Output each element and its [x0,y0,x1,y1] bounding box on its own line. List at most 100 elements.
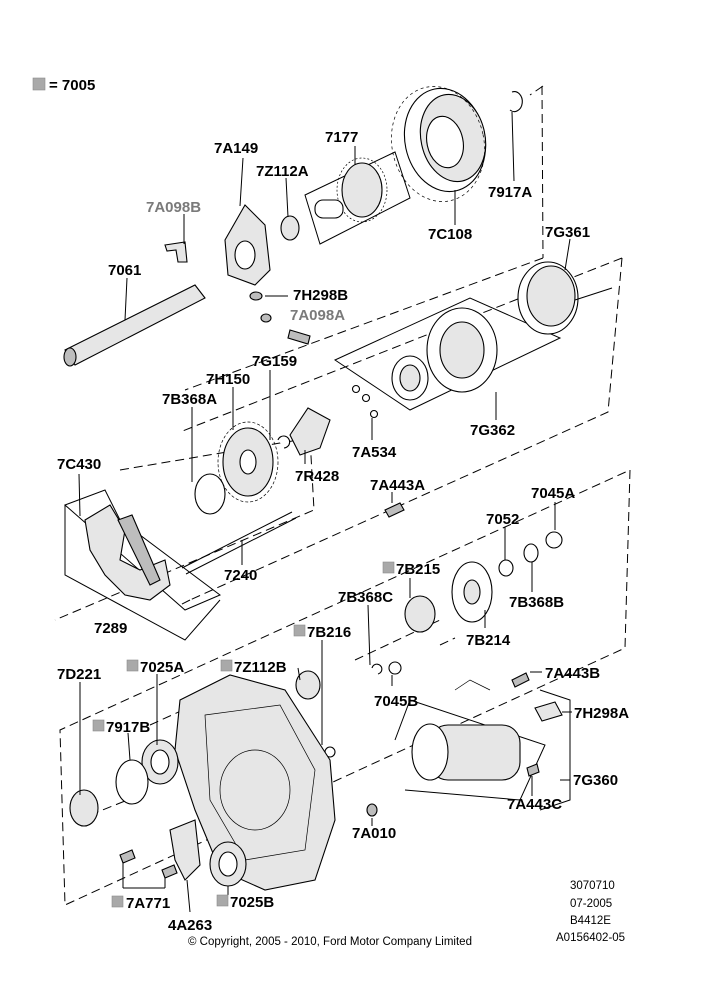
label-7D221: 7D221 [57,666,101,683]
part-labels: 7A149 7177 7Z112A 7A098B 7061 7917A 7C10… [57,129,629,934]
label-7H298B: 7H298B [293,287,348,304]
part-7R428-plate [289,407,331,456]
part-7D221-seal [69,789,99,827]
label-7Z112B-group: 7Z112B [220,659,287,676]
part-7B214-flange [451,561,493,623]
legend-swatch [32,77,46,91]
part-7045B-seal [388,661,402,675]
label-7289: 7289 [94,620,127,637]
label-7Z112B: 7Z112B [234,659,287,676]
label-7B368A: 7B368A [162,391,217,408]
label-7A534: 7A534 [352,444,397,461]
part-7G159-clip [277,435,291,449]
label-7G361: 7G361 [545,224,590,241]
label-7917B: 7917B [106,719,150,736]
label-7025B-group: 7025B [216,894,274,911]
part-7G361-housing [517,261,613,335]
legend-text: = 7005 [49,77,95,94]
part-7A534-ball [351,384,361,394]
label-7B215-group: 7B215 [382,561,440,578]
label-7C108: 7C108 [428,226,472,243]
label-7B368B: 7B368B [509,594,564,611]
label-7061: 7061 [108,262,141,279]
label-7C430: 7C430 [57,456,101,473]
part-7C108-gear [391,86,487,202]
part-7A098B-bolt [164,241,188,263]
copyright-notice: © Copyright, 2005 - 2010, Ford Motor Com… [188,936,472,948]
label-7B215: 7B215 [396,561,440,578]
label-7A149: 7A149 [214,140,258,157]
label-7B214: 7B214 [466,632,511,649]
label-7240: 7240 [224,567,257,584]
label-7A771: 7A771 [126,895,170,912]
label-7A010: 7A010 [352,825,396,842]
label-7B216-group: 7B216 [293,624,351,641]
label-7045B: 7045B [374,693,418,710]
label-7025B: 7025B [230,894,274,911]
part-7H150-gear [217,421,279,503]
label-7A443A: 7A443A [370,477,425,494]
document-codes: 3070710 07-2005 B4412E A0156402-05 [556,880,625,944]
label-7H150: 7H150 [206,371,250,388]
doc-code-4: A0156402-05 [556,932,625,944]
label-7917A: 7917A [488,184,532,201]
label-7045A: 7045A [531,485,575,502]
box-7289 [64,489,221,611]
label-7Z112A: 7Z112A [256,163,309,180]
part-7H298B-bushing [249,291,263,301]
legend: = 7005 [32,77,95,94]
part-7B368B-ring [523,543,539,563]
part-7A098A-bolt [287,329,311,345]
part-7B216-seal [295,670,321,700]
part-4A263-bracket [169,819,201,881]
part-7Z112A-seal [280,215,300,241]
label-7B368C: 7B368C [338,589,393,606]
part-7A771-bolt-a [119,849,136,864]
part-7B368C-ring [371,663,383,675]
part-7177-sprocket [314,157,388,223]
part-spring [260,313,272,323]
part-7G360-shift-motor [411,679,521,781]
label-7025A: 7025A [140,659,184,676]
label-7G360: 7G360 [573,772,618,789]
label-4A263: 4A263 [168,917,212,934]
label-7A443B: 7A443B [545,665,600,682]
label-7A098B: 7A098B [146,199,201,216]
part-7A443C-bolt [526,763,540,777]
doc-code-2: 07-2005 [570,898,612,910]
part-7917A-snap-ring [509,91,523,113]
group-boxes [64,151,571,811]
part-7A443A-bolt [384,502,405,518]
doc-code-3: B4412E [570,915,611,927]
label-7A771-group: 7A771 [111,895,170,912]
label-7177: 7177 [325,129,358,146]
part-7045A-seal [545,531,563,549]
doc-code-1: 3070710 [570,880,615,892]
part-7005-case [174,674,336,891]
label-7B216: 7B216 [307,624,351,641]
label-7A443C: 7A443C [507,796,562,813]
label-7H298A: 7H298A [574,705,629,722]
part-7A443B-bolt [511,672,530,688]
label-7917B-group: 7917B [92,719,150,736]
parts [63,86,613,891]
part-7B215-seal [404,595,436,633]
label-7A098A: 7A098A [290,307,345,324]
part-7061-shaft [63,284,206,367]
part-7240-rod [181,511,293,569]
label-7025A-group: 7025A [126,659,184,676]
part-7B368A-snap-ring [194,473,226,515]
part-7H298A-connector [534,701,563,722]
label-7R428: 7R428 [295,468,339,485]
part-7917B-snap-ring [115,759,149,805]
label-7G362: 7G362 [470,422,515,439]
box-7G362 [333,297,562,411]
leader-lines [78,111,572,913]
label-7G159: 7G159 [252,353,297,370]
part-7A771-bolt-b [161,864,178,879]
part-7052-seal [498,559,514,577]
label-7052: 7052 [486,511,519,528]
part-7G362-bearings [391,307,498,401]
